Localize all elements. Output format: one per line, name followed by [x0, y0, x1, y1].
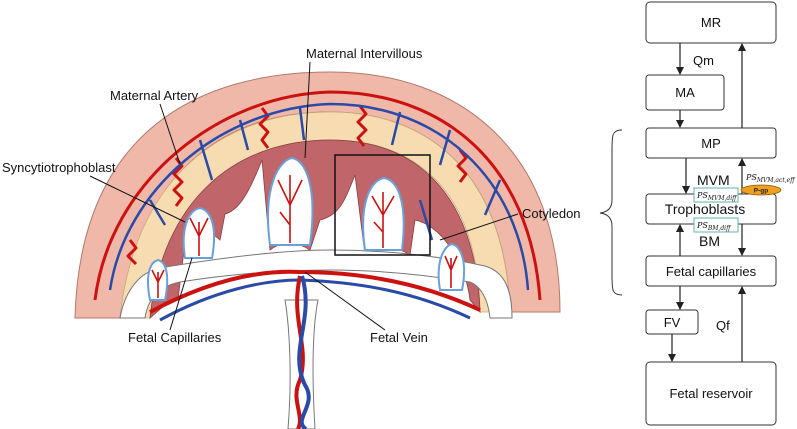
- param-ps-mvm-diff: PSMVM,diff: [696, 191, 738, 202]
- label-mvm: MVM: [697, 172, 730, 188]
- label-fetal-capillaries: Fetal Capillaries: [128, 330, 222, 345]
- label-maternal-artery: Maternal Artery: [110, 88, 199, 103]
- pgp-transporter: [740, 184, 782, 196]
- placenta-illustration: Maternal Intervillous Maternal Artery Sy…: [2, 46, 623, 429]
- param-ps-mvm-diff-box: [693, 187, 739, 203]
- box-mp: [645, 127, 777, 159]
- villous-capillaries: [151, 175, 458, 298]
- leader-lines: [89, 61, 519, 331]
- label-bm: BM: [699, 233, 720, 249]
- label-qm: Qm: [693, 53, 714, 68]
- label-qf: Qf: [716, 318, 730, 333]
- cotyledon-box: [334, 154, 431, 256]
- label-cotyledon: Cotyledon: [522, 206, 581, 221]
- label-syncytiotrophoblast: Syncytiotrophoblast: [2, 160, 116, 175]
- label-fetal-vein: Fetal Vein: [370, 330, 428, 345]
- box-mr: [645, 1, 777, 44]
- box-trophoblasts-label: Trophoblasts: [665, 201, 745, 217]
- flowchart: MR MA MP Trophoblasts Fetal capillaries …: [645, 1, 796, 426]
- box-fv-label: FV: [664, 315, 681, 330]
- param-ps-bm-diff: PSBM,diff: [696, 221, 732, 232]
- box-ma: [645, 74, 725, 111]
- label-maternal-intervillous: Maternal Intervillous: [306, 46, 423, 61]
- curly-brace: [599, 129, 623, 296]
- box-fetal-capillaries: [645, 255, 777, 287]
- pgp-label: P-gp: [754, 188, 768, 195]
- box-fetal-reservoir: [645, 361, 777, 426]
- box-fetal-reservoir-label: Fetal reservoir: [669, 386, 753, 401]
- chorionic-plate: [119, 249, 513, 319]
- param-ps-bm-diff-box: [693, 217, 739, 233]
- box-mp-label: MP: [701, 136, 721, 151]
- box-fetal-capillaries-label: Fetal capillaries: [666, 264, 757, 279]
- box-ma-label: MA: [675, 85, 695, 100]
- box-mr-label: MR: [701, 15, 721, 30]
- param-ps-mvm-act-eff: PSMVM,act,eff: [745, 173, 796, 184]
- umbilical-vessels: [149, 269, 481, 429]
- spiral-arteries: [126, 105, 468, 266]
- intervillous-space: [149, 139, 481, 319]
